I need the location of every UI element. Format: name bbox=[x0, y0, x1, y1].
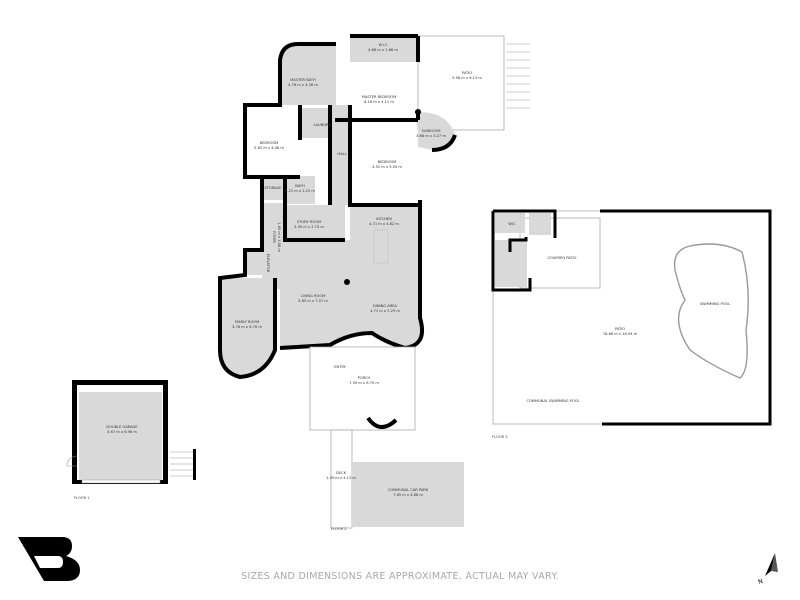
room-dims: 5.67 m x 6.98 m bbox=[107, 430, 137, 434]
store-room bbox=[529, 213, 551, 235]
hall-room bbox=[330, 105, 350, 205]
walls-east bbox=[279, 36, 457, 351]
room-dims: 5.85 m x 7.07 m bbox=[298, 299, 328, 303]
room-name: STORAGE bbox=[264, 186, 282, 190]
swimming-pool-shape bbox=[673, 243, 749, 379]
room-name: COMMUNAL SWIMMING POOL bbox=[526, 399, 579, 403]
room-name: PORCH bbox=[358, 376, 371, 380]
wic-room bbox=[350, 36, 418, 62]
room-name: MASTER BEDROOM bbox=[362, 95, 397, 99]
room-name: SUNROOM bbox=[422, 129, 441, 133]
study-room bbox=[285, 205, 345, 240]
patio-walls bbox=[600, 209, 772, 426]
room-dims: 1.49 m x 4.13 m bbox=[326, 476, 356, 480]
floor-2-plan bbox=[218, 34, 530, 529]
porch-curved-wall bbox=[366, 416, 398, 429]
room-name: COMMUNAL CAR PARK bbox=[388, 488, 429, 492]
north-label: N bbox=[757, 578, 764, 586]
room-name: ENTRY bbox=[334, 365, 346, 369]
room-dims: 3.35 m x 2.73 m bbox=[294, 225, 324, 229]
room-name: ELEVATOR bbox=[266, 254, 270, 273]
room-dims: 7.50 m x 6.70 m bbox=[349, 381, 379, 385]
elevator-room bbox=[245, 250, 262, 275]
sunroom bbox=[418, 112, 455, 150]
room-dims: 3.76 m x 6.76 m bbox=[232, 325, 262, 329]
room-dims: 4.76 m x 4.28 m bbox=[288, 83, 318, 87]
room-name: FOYER bbox=[272, 231, 276, 243]
kitchen-island bbox=[373, 229, 389, 264]
room-name: KITCHEN bbox=[376, 217, 392, 221]
room-dims: 6.16 m x 4.11 m bbox=[364, 100, 394, 104]
floor-3-plan bbox=[491, 209, 772, 426]
room-name: W.I.C bbox=[379, 43, 388, 47]
room-dims: 5.56 m x 6.13 m bbox=[452, 76, 482, 80]
foyer-room bbox=[262, 203, 284, 289]
room-name: BATH bbox=[295, 184, 305, 188]
garage-stairs bbox=[170, 451, 193, 477]
room-dims: 3.21 m x 2.22 m bbox=[285, 189, 315, 193]
north-arrow-icon: N bbox=[757, 553, 778, 586]
room-name: DECK bbox=[336, 471, 347, 475]
floor-label: FLOOR 1 bbox=[74, 496, 90, 500]
room-name: BEDROOM bbox=[378, 160, 397, 164]
brand-b-logo bbox=[18, 537, 80, 581]
floor-label: FLOOR 2 bbox=[331, 527, 347, 531]
garage-side-door bbox=[66, 455, 78, 467]
room-name: COVERED PATIO bbox=[548, 256, 577, 260]
garage-room bbox=[79, 392, 162, 480]
room-dims: 3.68 m x 3.27 m bbox=[416, 134, 446, 138]
room-name: PATIO bbox=[462, 71, 472, 75]
room-name: MASTER BATH bbox=[290, 78, 316, 82]
car-park-area bbox=[352, 462, 464, 527]
room-name: W/C bbox=[508, 222, 516, 226]
room-name: FAMILY ROOM bbox=[235, 320, 259, 324]
room-name: LIVING ROOM bbox=[301, 294, 325, 298]
room-dims: 7.65 m x 4.88 m bbox=[393, 493, 423, 497]
room-name: BEDROOM bbox=[260, 141, 279, 145]
room-dims: 4.71 m x 4.82 m bbox=[369, 222, 399, 226]
walls-interior bbox=[283, 105, 420, 242]
floor-1-plan bbox=[66, 380, 196, 484]
bath-room bbox=[285, 176, 315, 204]
floor-label: FLOOR 3 bbox=[492, 435, 508, 439]
disclaimer-footer: SIZES AND DIMENSIONS ARE APPROXIMATE, AC… bbox=[241, 571, 559, 582]
room-dims: 4.52 m x 5.54 m bbox=[372, 165, 402, 169]
room-dims: 1.85 m x 3.08 m bbox=[277, 222, 281, 252]
porch-area bbox=[309, 346, 416, 431]
patio-stairs bbox=[506, 43, 530, 109]
room-name: DINING AREA bbox=[373, 304, 397, 308]
room-name: LAUNDRY bbox=[313, 123, 331, 127]
room-name: HALL bbox=[337, 152, 346, 156]
walls-west bbox=[218, 176, 277, 380]
room-name: DOUBLE GARAGE bbox=[106, 425, 138, 429]
master-bath-room bbox=[280, 44, 336, 105]
room-name: SWIMMING POOL bbox=[700, 302, 731, 306]
column bbox=[344, 279, 350, 285]
garage-door bbox=[81, 479, 161, 484]
wc-room bbox=[495, 213, 525, 233]
room-labels: W.I.C 4.86 m x 1.86 m PATIO 5.56 m x 6.1… bbox=[74, 43, 730, 531]
room-name: STUDY ROOM bbox=[297, 220, 321, 224]
family-room bbox=[220, 278, 275, 377]
storage-room bbox=[262, 176, 284, 200]
column bbox=[415, 109, 421, 115]
room-dims: 18.68 m x 16.94 m bbox=[603, 332, 638, 336]
room-name: PATIO bbox=[615, 327, 625, 331]
room-dims: 4.86 m x 1.86 m bbox=[368, 48, 398, 52]
walls-north bbox=[243, 34, 418, 179]
room-dims: 5.82 m x 4.48 m bbox=[254, 146, 284, 150]
room-dims: 4.71 m x 5.29 m bbox=[370, 309, 400, 313]
